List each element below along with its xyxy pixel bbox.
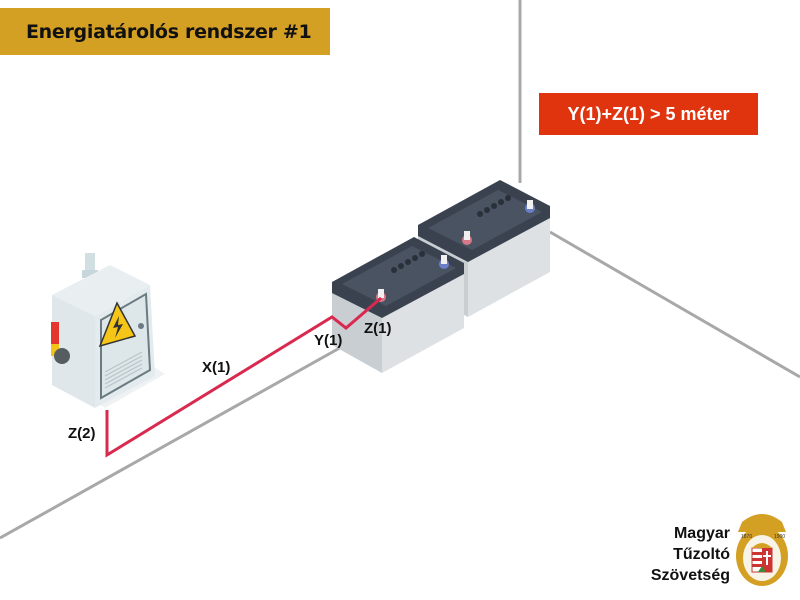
label-x1: X(1) [202, 359, 230, 376]
cable-route [105, 296, 382, 458]
label-z2: Z(2) [68, 425, 96, 442]
wall-floor-right [549, 230, 800, 379]
label-z1: Z(1) [364, 320, 392, 337]
emblem-year-right: 1900 [774, 534, 785, 540]
lightning-icon [113, 316, 123, 338]
logo-line-2: Tűzoltó [673, 546, 730, 563]
fire-association-emblem: 1870 1900 [736, 514, 788, 586]
room-lines [0, 0, 800, 540]
logo-line-3: Szövetség [650, 567, 730, 584]
label-y1: Y(1) [314, 332, 342, 349]
electrical-cabinet [51, 253, 165, 408]
organization-name: Magyar Tűzoltó Szövetség [651, 523, 730, 586]
cabinet-indicator [51, 322, 59, 344]
battery-front [332, 237, 464, 373]
page-title: Energiatárolós rendszer #1 [26, 20, 312, 43]
logo-line-1: Magyar [673, 525, 730, 542]
rule-text: Y(1)+Z(1) > 5 méter [567, 103, 730, 124]
emblem-year-left: 1870 [741, 534, 752, 540]
wall-floor-left [0, 343, 346, 540]
rule-banner: Y(1)+Z(1) > 5 méter [539, 93, 758, 135]
title-banner: Energiatárolós rendszer #1 [0, 8, 330, 55]
